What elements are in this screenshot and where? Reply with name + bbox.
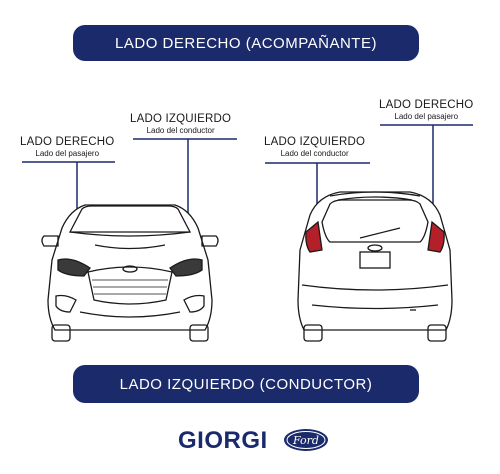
top-banner: LADO DERECHO (ACOMPAÑANTE) (73, 25, 419, 61)
rear-right-label: LADO DERECHO Lado del pasajero (379, 99, 473, 121)
front-left-title: LADO IZQUIERDO (130, 113, 232, 125)
front-left-subtitle: Lado del conductor (146, 126, 215, 135)
rear-right-title: LADO DERECHO (379, 99, 474, 111)
brand-name: GIORGI (178, 427, 268, 454)
rear-left-subtitle: Lado del conductor (280, 149, 349, 158)
ford-logo-icon (284, 429, 328, 451)
rear-left-label: LADO IZQUIERDO Lado del conductor (264, 136, 365, 158)
rear-left-title: LADO IZQUIERDO (264, 136, 366, 148)
front-left-label: LADO IZQUIERDO Lado del conductor (130, 113, 231, 135)
front-right-subtitle: Lado del pasajero (35, 149, 100, 158)
rear-right-subtitle: Lado del pasajero (394, 112, 459, 121)
front-car (41, 204, 219, 342)
front-right-label: LADO DERECHO Lado del pasajero (20, 136, 114, 158)
rear-car (297, 191, 453, 342)
top-banner-text: LADO DERECHO (ACOMPAÑANTE) (115, 34, 377, 52)
bottom-banner: LADO IZQUIERDO (CONDUCTOR) (73, 365, 419, 403)
ford-logo-text: Ford (292, 434, 319, 447)
bottom-banner-text: LADO IZQUIERDO (CONDUCTOR) (119, 375, 373, 393)
front-right-title: LADO DERECHO (20, 136, 115, 148)
